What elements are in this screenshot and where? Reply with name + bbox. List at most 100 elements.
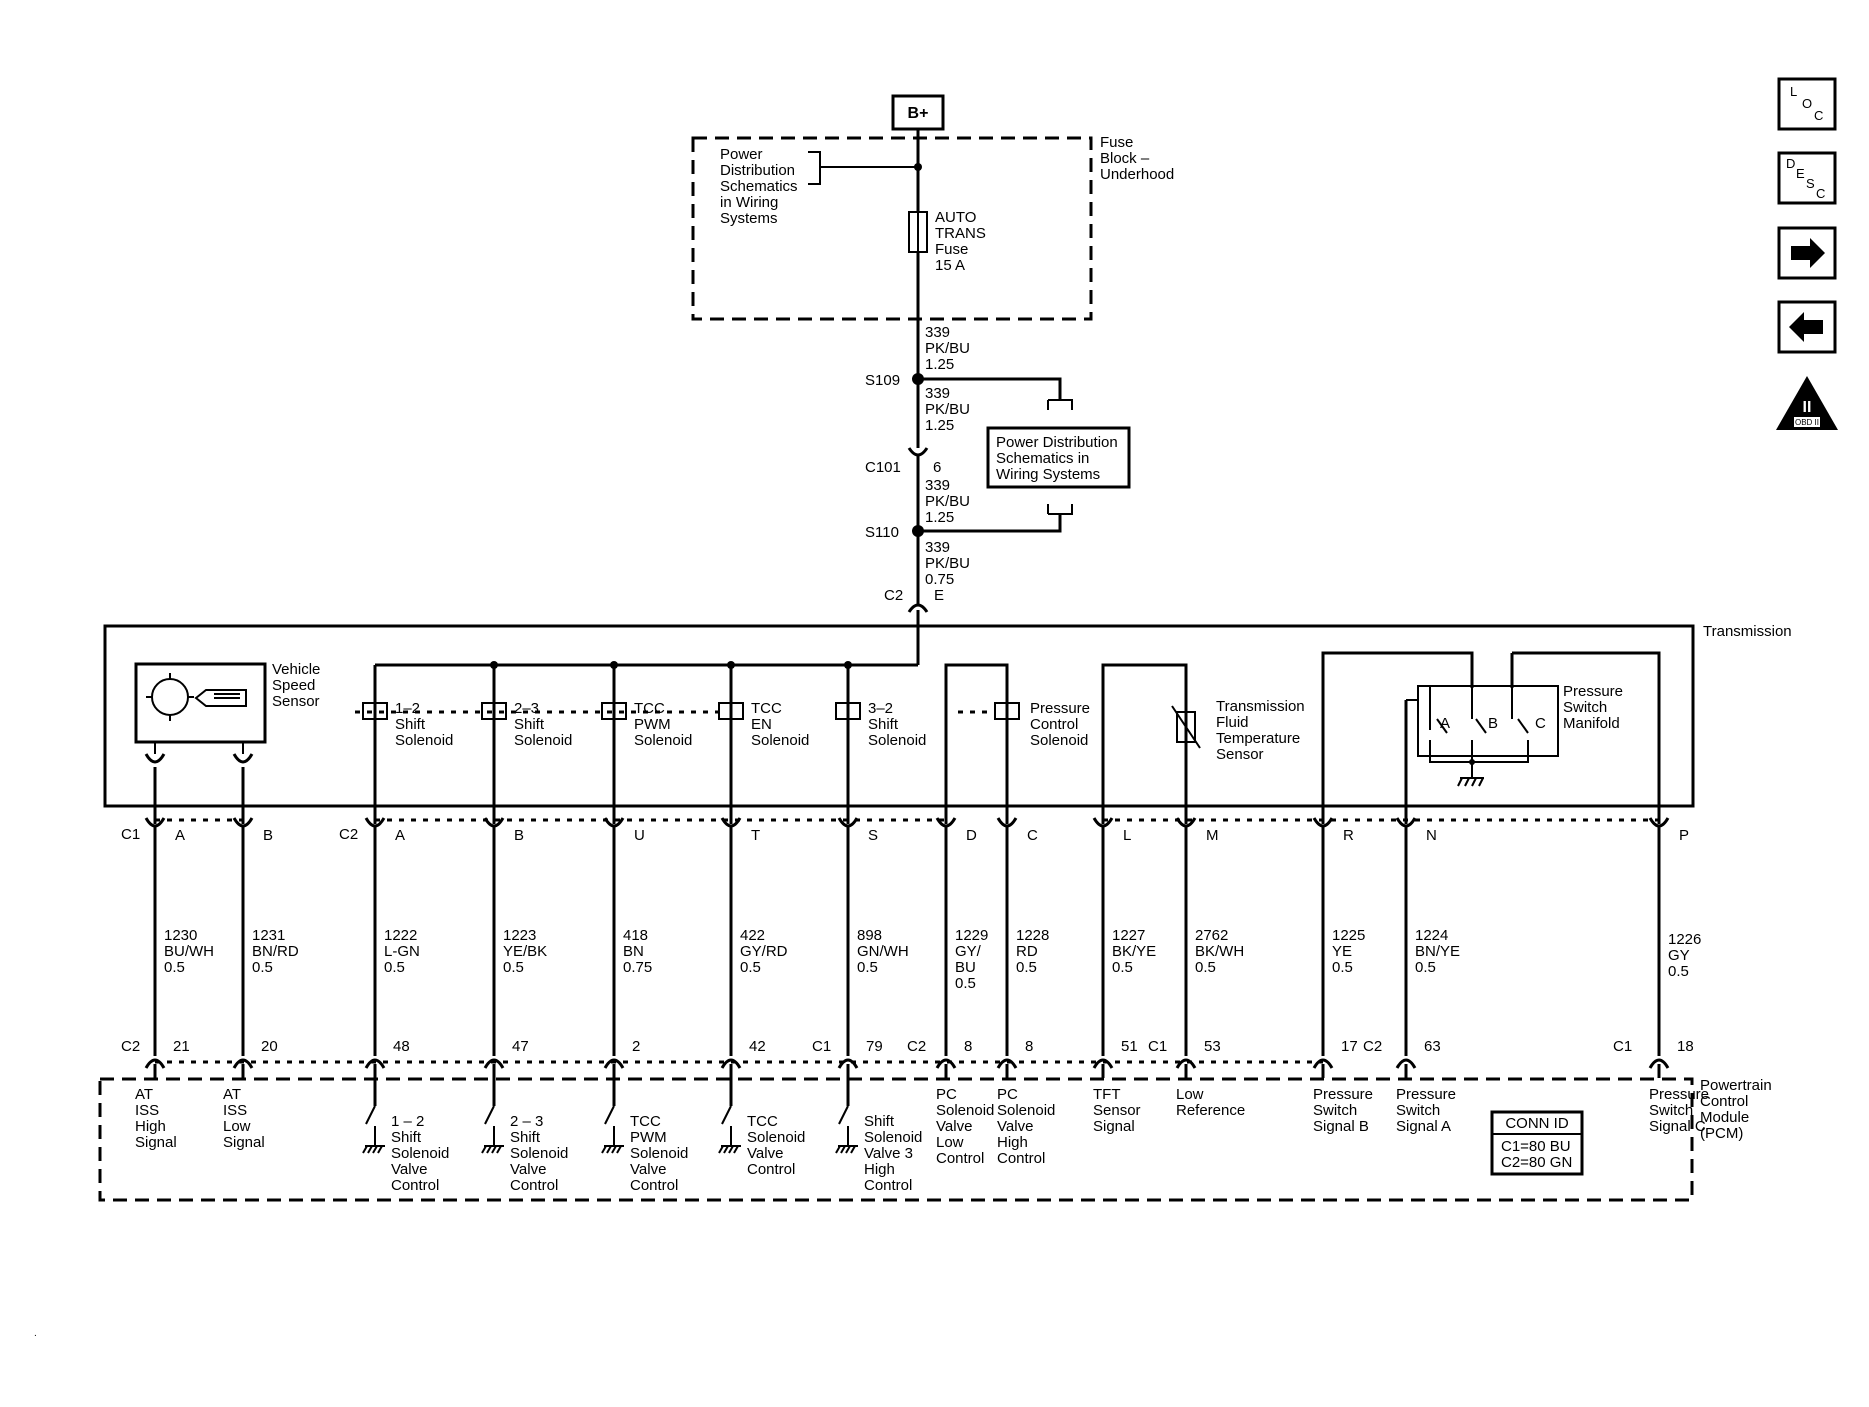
desc-letter-s: S (1806, 176, 1815, 191)
next-page-button[interactable] (1777, 226, 1837, 280)
psm-switch-c: C (1535, 715, 1546, 732)
connector-c2-top-label: C2 (884, 587, 903, 604)
circuit-2-pcm-line-3: Low (223, 1118, 251, 1135)
circuit-7-pcm-line-3: Valve 3 (864, 1145, 913, 1162)
tft-label-line-3: Temperature (1216, 730, 1300, 747)
circuit-1-bottom-pin: 21 (173, 1038, 190, 1055)
circuit-8-pcm-line-2: Solenoid (936, 1102, 994, 1119)
circuit-10-pcm-line-2: Sensor (1093, 1102, 1141, 1119)
circuit-14-pcm-line-2: Switch (1649, 1102, 1693, 1119)
circuit-14-wire-line-2: GY (1668, 947, 1690, 964)
pcm-label-line-3: Module (1700, 1109, 1749, 1126)
fuse-label-line-1: AUTO (935, 209, 976, 226)
circuit-8-wire-line-3: BU (955, 959, 976, 976)
wire-seg3-gauge: 1.25 (925, 509, 954, 526)
circuit-3-bottom-pin: 48 (393, 1038, 410, 1055)
pcm-box (98, 1077, 1694, 1202)
circuit-8-top-pin: D (966, 827, 977, 844)
circuit-4-top-pin: B (514, 827, 524, 844)
circuit-1-pcm-line-1: AT (135, 1086, 153, 1103)
desc-letter-e: E (1796, 166, 1805, 181)
circuit-12-pcm-line-3: Signal B (1313, 1118, 1369, 1135)
circuit-10-wire-line-1: 1227 (1112, 927, 1145, 944)
circuit-2-wire-line-1: 1231 (252, 927, 285, 944)
fuse-label-line-2: TRANS (935, 225, 986, 242)
tft-label-line-1: Transmission (1216, 698, 1305, 715)
circuit-11-top-pin: M (1206, 827, 1219, 844)
wire-seg4-circuit: 339 (925, 539, 950, 556)
fuse-block-underhood (691, 136, 1093, 321)
circuit-3-pcm-line-4: Valve (391, 1161, 427, 1178)
circuit-14-top-pin: P (1679, 827, 1689, 844)
circuit-3-pcm-line-5: Control (391, 1177, 439, 1194)
circuit-13-pcm-line-2: Switch (1396, 1102, 1440, 1119)
pd-ref2-line-3: Wiring Systems (996, 466, 1100, 483)
circuit-1-pcm-line-3: High (135, 1118, 166, 1135)
solenoid-5-label-line-1: 3–2 (868, 700, 893, 717)
circuit-4-pcm-line-2: Shift (510, 1129, 541, 1146)
solenoid-1-label-line-2: Shift (395, 716, 426, 733)
circuit-10-pcm-line-3: Signal (1093, 1118, 1135, 1135)
circuit-6-pcm-line-1: TCC (747, 1113, 778, 1130)
tft-label-line-2: Fluid (1216, 714, 1249, 731)
circuit-10-wire-line-2: BK/YE (1112, 943, 1156, 960)
circuit-12-wire-line-3: 0.5 (1332, 959, 1353, 976)
pcm-label-line-1: Powertrain (1700, 1077, 1772, 1094)
vss-label-line-2: Speed (272, 677, 315, 694)
circuit-1-wire-line-3: 0.5 (164, 959, 185, 976)
circuit-11-bottom-pin: 53 (1204, 1038, 1221, 1055)
circuit-6-wire-line-2: GY/RD (740, 943, 788, 960)
circuit-6-wire-line-3: 0.5 (740, 959, 761, 976)
circuit-9-top-pin: C (1027, 827, 1038, 844)
previous-page-button[interactable] (1777, 300, 1837, 354)
circuit-3-pcm-line-3: Solenoid (391, 1145, 449, 1162)
circuit-4-pcm-line-4: Valve (510, 1161, 546, 1178)
pressure-control-solenoid: Pressure Control Solenoid (994, 700, 1090, 749)
top-conn-c2-b: C2 (339, 826, 358, 843)
circuit-8-pcm-line-1: PC (936, 1086, 957, 1103)
circuit-11-wire-line-2: BK/WH (1195, 943, 1244, 960)
circuit-14-pcm-line-3: Signal C (1649, 1118, 1706, 1135)
pd-ref-line-2: Distribution (720, 162, 795, 179)
circuit-5-bottom-pin: 2 (632, 1038, 640, 1055)
circuit-2-pcm-line-2: ISS (223, 1102, 247, 1119)
circuit-5-wire-line-1: 418 (623, 927, 648, 944)
circuit-3-top-pin: A (395, 827, 405, 844)
auto-trans-fuse: AUTO TRANS Fuse 15 A (908, 209, 986, 274)
bottom-conn-c1-d: C1 (1148, 1038, 1167, 1055)
vehicle-speed-sensor: Vehicle Speed Sensor (134, 661, 320, 764)
solenoid-2-label-line-2: Shift (514, 716, 545, 733)
desc-letter-c: C (1816, 186, 1825, 201)
connector-c101-pin: 6 (933, 459, 941, 476)
circuit-6-pcm-line-4: Control (747, 1161, 795, 1178)
battery-positive-label: B+ (908, 105, 929, 122)
circuit-3-wire-line-2: L-GN (384, 943, 420, 960)
circuit-4-pcm-line-1: 2 – 3 (510, 1113, 543, 1130)
circuit-1-pcm-line-4: Signal (135, 1134, 177, 1151)
circuit-10-wire-line-3: 0.5 (1112, 959, 1133, 976)
circuit-9-pcm-line-3: Valve (997, 1118, 1033, 1135)
circuit-4-wire-line-3: 0.5 (503, 959, 524, 976)
circuit-1-top-pin: A (175, 827, 185, 844)
solenoid-3-label-line-3: Solenoid (634, 732, 692, 749)
bottom-conn-c1-f: C1 (1613, 1038, 1632, 1055)
description-button[interactable]: D E S C (1777, 151, 1837, 205)
circuit-8-bottom-pin: 8 (964, 1038, 972, 1055)
circuit-9-bottom-pin: 8 (1025, 1038, 1033, 1055)
location-button[interactable]: L O C (1777, 77, 1837, 131)
circuit-8-wire-line-4: 0.5 (955, 975, 976, 992)
circuit-9-wire-line-2: RD (1016, 943, 1038, 960)
circuit-11-pcm-line-1: Low (1176, 1086, 1204, 1103)
wire-339-seg-2: 339 PK/BU 1.25 (925, 385, 970, 434)
circuit-7-wire-line-1: 898 (857, 927, 882, 944)
wire-seg2-circuit: 339 (925, 385, 950, 402)
